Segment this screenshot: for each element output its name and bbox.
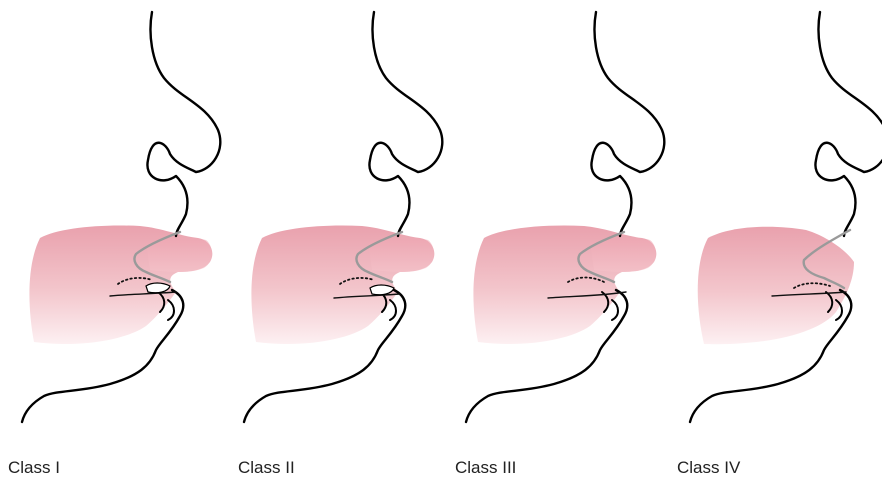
- panel-class-1: [22, 12, 220, 422]
- label-class-1: Class I: [8, 458, 60, 478]
- panel-class-2: [244, 12, 442, 422]
- label-class-2: Class II: [238, 458, 295, 478]
- label-class-4: Class IV: [677, 458, 740, 478]
- label-class-3: Class III: [455, 458, 516, 478]
- panel-class-3: [466, 12, 664, 422]
- panel-class-4: [690, 12, 882, 422]
